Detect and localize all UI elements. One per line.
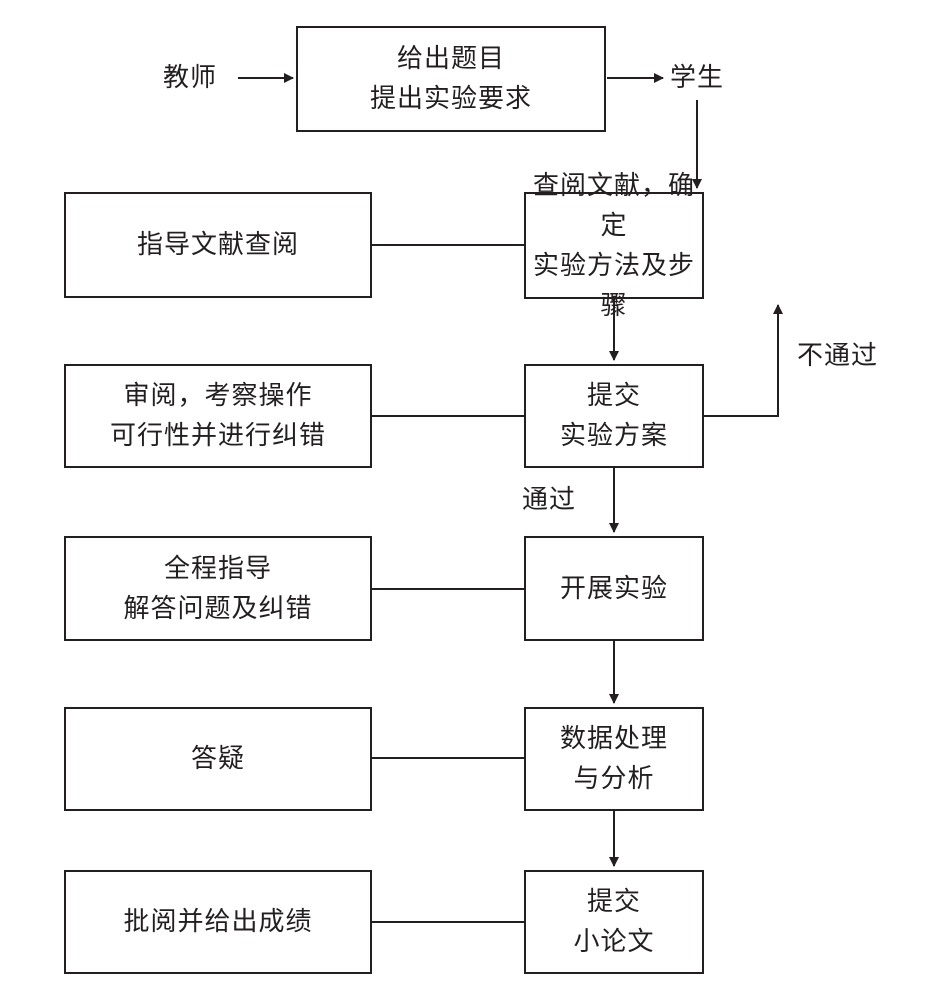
student-step-4-line-1: 数据处理 bbox=[559, 724, 668, 754]
student-step-literature-review: 查阅文献，确定 实验方法及步骤 bbox=[524, 171, 704, 321]
teacher-step-answer-questions: 答疑 bbox=[64, 707, 372, 811]
task-assignment-box: 给出题目 提出实验要求 bbox=[296, 26, 606, 132]
arrow-fail-loop bbox=[704, 304, 783, 417]
teacher-step-3-line-1: 全程指导 bbox=[163, 553, 272, 584]
student-step-data-analysis: 数据处理 与分析 bbox=[524, 707, 704, 811]
teacher-step-1-line-1: 指导文献查阅 bbox=[136, 230, 299, 260]
pass-edge-label: 通过 bbox=[522, 485, 577, 515]
teacher-step-guide-review: 指导文献查阅 bbox=[64, 192, 372, 298]
student-label: 学生 bbox=[670, 63, 725, 93]
teacher-step-3-line-2: 解答问题及纠错 bbox=[123, 593, 313, 624]
student-step-1-line-2: 实验方法及步骤 bbox=[532, 250, 695, 321]
teacher-step-2-line-1: 审阅，考察操作 bbox=[123, 381, 313, 411]
student-step-conduct-experiment: 开展实验 bbox=[524, 536, 704, 641]
task-line-2: 提出实验要求 bbox=[369, 84, 532, 114]
student-step-1-line-1: 查阅文献，确定 bbox=[532, 170, 695, 241]
student-step-5-line-1: 提交 bbox=[586, 887, 641, 917]
student-step-2-line-1: 提交 bbox=[586, 381, 641, 411]
student-step-5-line-2: 小论文 bbox=[573, 927, 655, 957]
fail-edge-label: 不通过 bbox=[797, 341, 879, 371]
student-step-submit-proposal: 提交 实验方案 bbox=[524, 364, 704, 468]
task-line-1: 给出题目 bbox=[396, 44, 505, 74]
teacher-step-check-proposal: 审阅，考察操作 可行性并进行纠错 bbox=[64, 364, 372, 468]
teacher-step-5-line-1: 批阅并给出成绩 bbox=[123, 907, 313, 937]
teacher-step-grade: 批阅并给出成绩 bbox=[64, 870, 372, 974]
student-step-submit-paper: 提交 小论文 bbox=[524, 870, 704, 974]
teacher-step-2-line-2: 可行性并进行纠错 bbox=[109, 421, 326, 451]
student-step-4-line-2: 与分析 bbox=[573, 764, 655, 794]
teacher-label: 教师 bbox=[163, 63, 218, 93]
teacher-step-full-guidance: 全程指导 解答问题及纠错 bbox=[64, 536, 372, 641]
student-step-2-line-2: 实验方案 bbox=[559, 421, 668, 451]
teacher-step-4-line-1: 答疑 bbox=[190, 744, 245, 774]
student-step-3-line-1: 开展实验 bbox=[559, 573, 668, 604]
